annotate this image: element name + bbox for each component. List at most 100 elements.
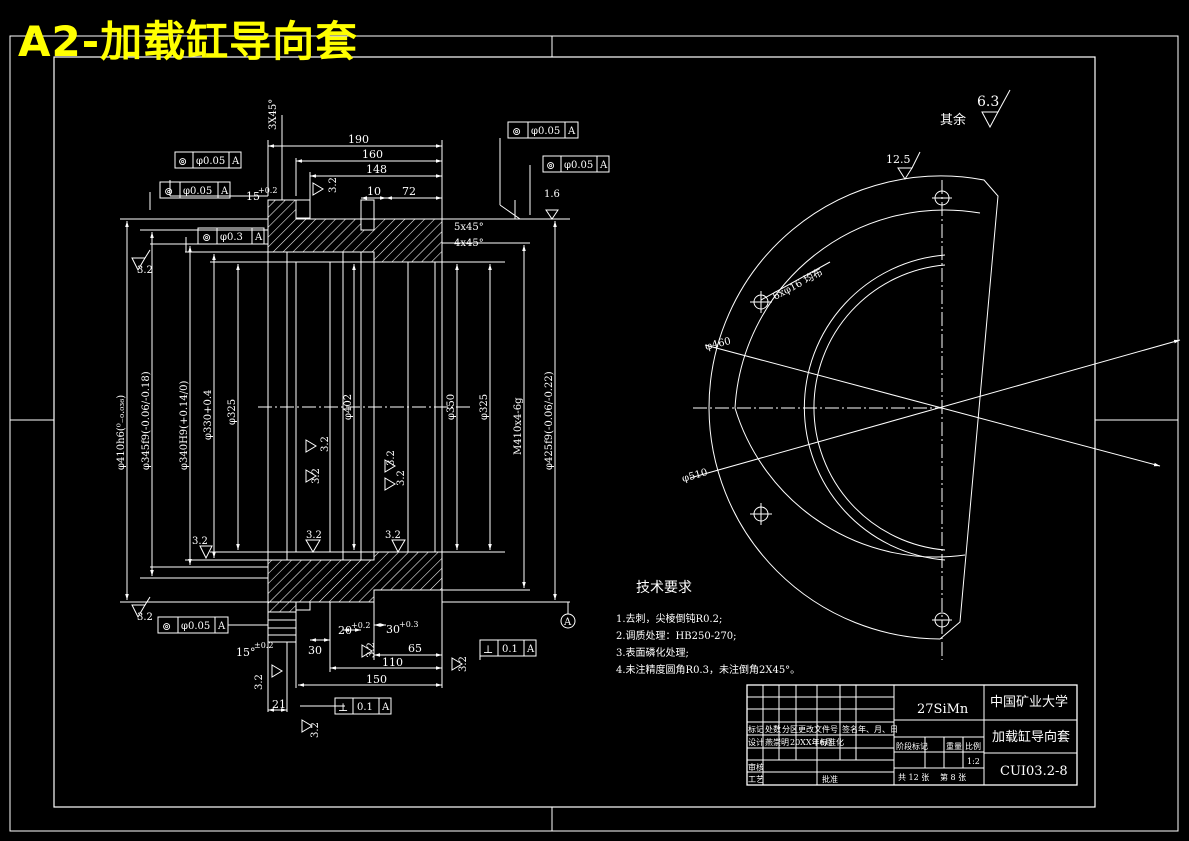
dim-65: 65 [408, 642, 422, 655]
svg-text:⊚: ⊚ [164, 185, 173, 198]
svg-text:⊚: ⊚ [178, 155, 187, 168]
section-dimension-texts: 3X45° 190 160 148 10 72 15 +0.2 5x45° 4x… [116, 99, 572, 738]
dim-d510: φ510 [681, 467, 709, 485]
dim-110: 110 [382, 656, 403, 669]
svg-text:⊚: ⊚ [512, 125, 521, 138]
svg-text:A: A [567, 126, 576, 137]
svg-text:0.1: 0.1 [502, 644, 518, 655]
svg-text:0.1: 0.1 [357, 702, 373, 713]
tol-15: +0.2 [258, 186, 277, 195]
roughness-bore-6: 3.2 [386, 450, 397, 466]
svg-text:A: A [254, 232, 263, 243]
dim-20: 20 [338, 624, 352, 637]
roughness-bore-2: 3.2 [306, 530, 322, 541]
roughness-bore-3: 3.2 [385, 530, 401, 541]
svg-text:⊚: ⊚ [162, 620, 171, 633]
part-name: 加载缸导向套 [992, 729, 1070, 745]
tb-sheets: 共 12 张 [898, 773, 929, 782]
tb-stage-mark: 阶段标记 [896, 741, 928, 751]
dim-190: 190 [348, 133, 369, 146]
tb-weight: 重量 [946, 741, 962, 751]
drawing-number: CUI03.2-8 [1000, 764, 1068, 779]
tb-standard: 标准化 [820, 737, 844, 747]
requirement-4: 4.未注精度圆角R0.3，未注倒角2X45°。 [616, 663, 800, 676]
tol-angle: ±0.2 [254, 641, 273, 650]
title-block [746, 684, 1078, 786]
tb-approve: 批准 [822, 774, 838, 784]
gdt-frame-4: ⊚ φ0.05 A [542, 155, 610, 173]
end-view-texts: 其余 6.3 12.5 6xφ16 均布 φ460 φ510 [681, 94, 999, 485]
tb-ratio: 比例 [965, 741, 981, 751]
dim-30a: 30 [308, 644, 322, 657]
dim-15: 15 [246, 190, 260, 203]
dim-m410: M410x4-6g [513, 397, 524, 455]
dim-chamfer-top: 3X45° [268, 99, 279, 130]
roughness-others-label: 其余 [940, 112, 966, 128]
bottom-wall-hatch [267, 551, 443, 613]
requirement-1: 1.去刺，尖棱倒钝R0.2; [616, 612, 722, 625]
roughness-bore-7: 3.2 [396, 470, 407, 486]
svg-text:⊚: ⊚ [546, 159, 555, 172]
roughness-flange: 3.2 [328, 177, 339, 193]
gdt-frame-2: ⊚ φ0.05 A [159, 181, 231, 199]
holes-label: 6xφ16 均布 [771, 266, 825, 302]
requirements-heading: 技术要求 [636, 580, 692, 596]
roughness-left-bottom: 3.2 [137, 612, 153, 623]
gdt-frame-5: ⊚ φ0.3 A [197, 227, 265, 245]
tb-process: 工艺 [748, 775, 764, 784]
svg-text:φ0.05: φ0.05 [564, 160, 593, 171]
roughness-bottom-3: 3.2 [458, 656, 469, 672]
top-wall-hatch [267, 199, 443, 263]
svg-text:A: A [526, 644, 535, 655]
svg-text:A: A [599, 160, 608, 171]
page-title: A2-加载缸导向套 [18, 17, 359, 66]
requirement-3: 3.表面磷化处理; [616, 646, 689, 659]
gdt-frame-1: ⊚ φ0.05 A [174, 151, 242, 169]
roughness-bore-5: 3.2 [311, 468, 322, 484]
tb-sign: 签名 [842, 724, 858, 734]
requirement-2: 2.调质处理：HB250-270; [616, 630, 737, 642]
tb-design: 设计 [748, 737, 764, 747]
dim-148: 148 [366, 163, 387, 176]
tb-design-date: 20XX年6月 [790, 737, 833, 747]
dim-d345: φ345f9(-0.06/-0.18) [141, 371, 152, 470]
roughness-others-value: 6.3 [977, 94, 999, 110]
roughness-bottom-4: 3.2 [310, 722, 321, 738]
school-name: 中国矿业大学 [990, 694, 1068, 710]
svg-text:A: A [220, 186, 229, 197]
drawing-frame [9, 35, 1179, 832]
end-view [689, 89, 1181, 660]
svg-text:A: A [231, 156, 240, 167]
svg-text:⊥: ⊥ [338, 701, 348, 714]
dim-30b: 30 [386, 623, 400, 636]
roughness-bore-1: 3.2 [192, 536, 208, 547]
dim-d425: φ425f9(-0.06/-0.22) [544, 371, 555, 470]
tol-20: +0.2 [351, 621, 370, 630]
tb-scale: 1:2 [967, 757, 980, 766]
svg-text:φ0.05: φ0.05 [183, 186, 212, 197]
tb-count: 处数 [765, 724, 781, 734]
svg-text:φ0.3: φ0.3 [220, 232, 243, 243]
tb-mark: 标记 [748, 724, 764, 734]
dim-angle-15: 15° [236, 646, 256, 659]
datum-a-circle [560, 613, 576, 629]
dim-d350: φ350 [446, 394, 457, 420]
gdt-frame-7: ⊥ 0.1 A [479, 639, 537, 657]
roughness-bottom-2: 3.2 [366, 642, 377, 658]
dim-10: 10 [367, 185, 381, 198]
datum-a-label: A [563, 617, 572, 628]
svg-text:φ0.05: φ0.05 [531, 126, 560, 137]
dim-d325-left: φ325 [227, 399, 238, 425]
roughness-bore-4: 3.2 [320, 436, 331, 452]
svg-text:φ0.05: φ0.05 [196, 156, 225, 167]
tb-designer: 燕崇明 [765, 737, 789, 747]
title-block-texts: 27SiMn 中国矿业大学 加载缸导向套 CUI03.2-8 标记 处数 分区 … [748, 694, 1070, 784]
dim-chamfer-5: 5x45° [454, 222, 484, 233]
tb-sheet-no: 第 8 张 [940, 772, 966, 782]
tb-change-doc: 更改文件号 [798, 724, 838, 734]
dim-d330: φ330+0.4 [203, 390, 214, 440]
gdt-frame-3: ⊚ φ0.05 A [507, 121, 579, 139]
dim-160: 160 [362, 148, 383, 161]
roughness-bottom-1: 3.2 [254, 674, 265, 690]
roughness-face: 1.6 [544, 189, 560, 200]
